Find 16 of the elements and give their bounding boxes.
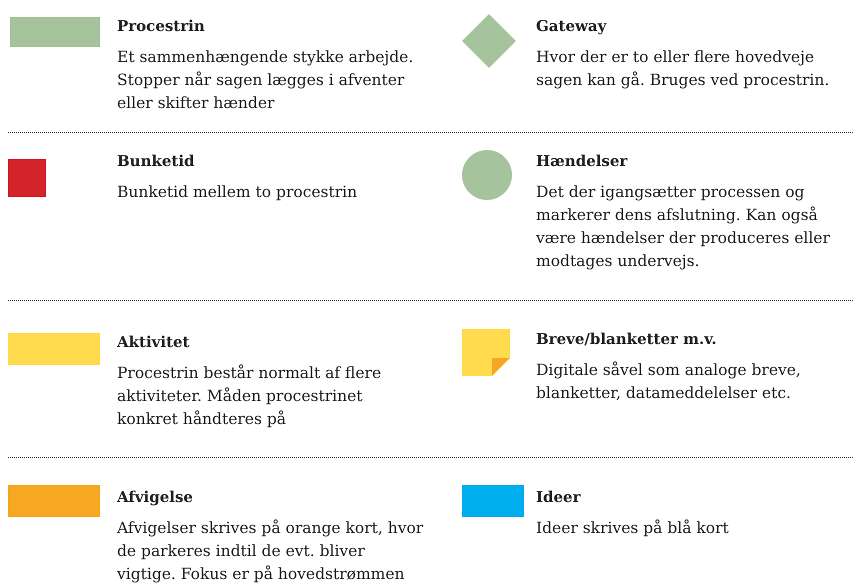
legend-description: Procestrin består normalt af flere aktiviteter. Måden procestrinet konkret håndteres på (117, 363, 382, 430)
legend-description: Et sammenhængende stykke arbejde. Stopper når sagen lægges i afventer eller skifter hænder (117, 47, 414, 114)
legend-heading: Ideer (536, 487, 580, 507)
legend-description: Digitale såvel som analoge breve, blanketter, datameddelelser etc. (536, 360, 802, 404)
legend-heading: Hændelser (536, 151, 628, 171)
legend-heading: Breve/blanketter m.v. (536, 329, 717, 349)
legend-description: Afvigelser skrives på orange kort, hvor de parkeres indtil de evt. bliver vigtige. Fokus er på hovedstrømmen (117, 518, 424, 585)
legend-description: Bunketid mellem to procestrin (117, 182, 358, 203)
legend-heading: Afvigelse (117, 487, 193, 507)
legend-description: Hvor der er to eller flere hovedveje sagen kan gå. Bruges ved procestrin. (536, 47, 830, 91)
legend-heading: Bunketid (117, 151, 195, 171)
legend-heading: Gateway (536, 16, 606, 36)
legend-description: Ideer skrives på blå kort (536, 518, 730, 539)
legend-description: Det der igangsætter processen og markerer dens afslutning. Kan også være hændelser der produceres eller modtages undervejs. (536, 182, 831, 272)
legend-heading: Aktivitet (117, 332, 190, 352)
legend-heading: Procestrin (117, 16, 205, 36)
